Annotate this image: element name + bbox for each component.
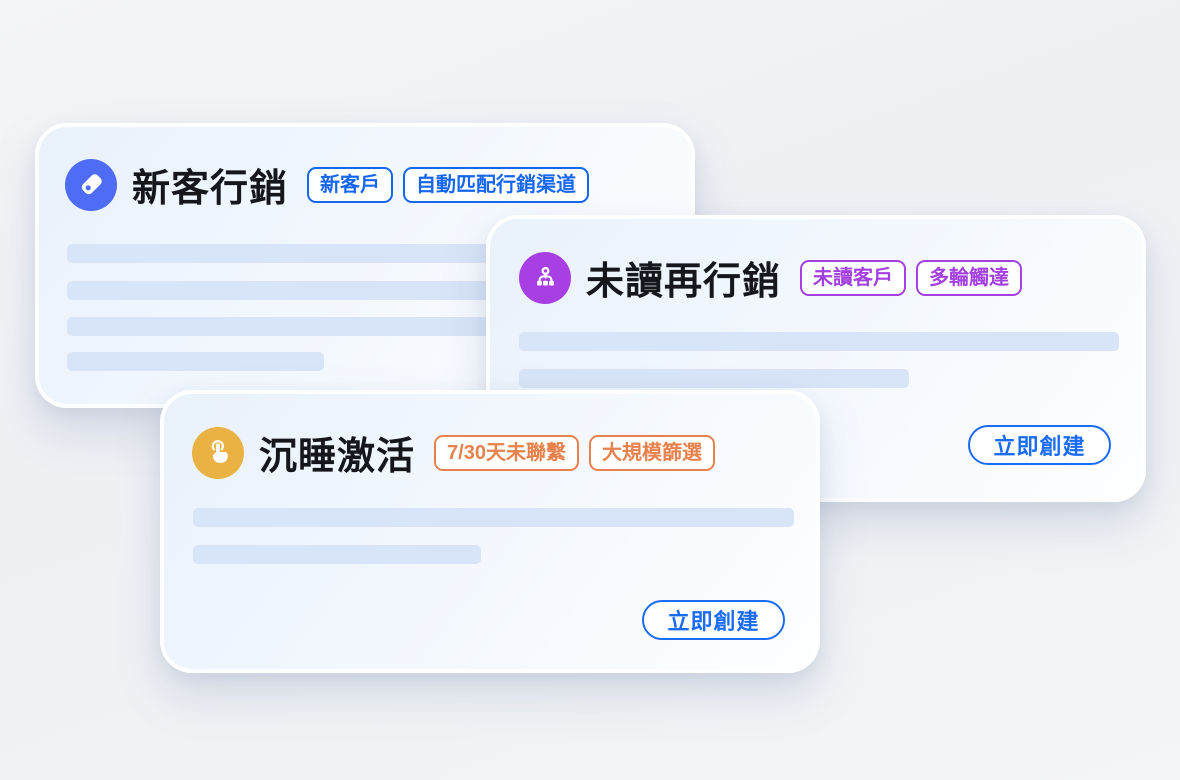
tag-badge: 未讀客戶	[800, 259, 907, 296]
card-header: 沉睡激活 7/30天未聯繫 大規模篩選	[192, 425, 715, 480]
create-now-button[interactable]: 立即創建	[642, 600, 785, 640]
placeholder-line	[193, 508, 794, 527]
create-now-button[interactable]: 立即創建	[968, 425, 1111, 465]
card-header: 未讀再行銷 未讀客戶 多輪觸達	[519, 250, 1023, 305]
card-title: 沉睡激活	[259, 436, 416, 478]
tag-badge: 大規模篩選	[588, 434, 715, 471]
tag-badge: 7/30天未聯繫	[434, 434, 579, 471]
hierarchy-icon	[519, 251, 571, 304]
tag-row: 7/30天未聯繫 大規模篩選	[434, 434, 715, 471]
tag-icon	[65, 158, 117, 211]
tag-badge: 多輪觸達	[916, 259, 1023, 296]
card-title: 未讀再行銷	[586, 261, 782, 303]
card-header: 新客行銷 新客戶 自動匹配行銷渠道	[65, 157, 590, 212]
card-title: 新客行銷	[132, 168, 289, 210]
placeholder-line	[193, 545, 481, 564]
placeholder-line	[519, 369, 909, 388]
card-dormant-activation: 沉睡激活 7/30天未聯繫 大規模篩選 立即創建	[160, 390, 820, 673]
tag-badge: 自動匹配行銷渠道	[403, 166, 590, 203]
tag-row: 未讀客戶 多輪觸達	[800, 259, 1023, 296]
placeholder-line	[67, 317, 599, 336]
placeholder-line	[67, 281, 599, 300]
tap-icon	[192, 426, 244, 479]
tag-badge: 新客戶	[307, 166, 394, 203]
placeholder-line	[67, 352, 324, 371]
tag-row: 新客戶 自動匹配行銷渠道	[307, 166, 590, 203]
placeholder-line	[67, 244, 599, 263]
placeholder-line	[519, 332, 1119, 351]
